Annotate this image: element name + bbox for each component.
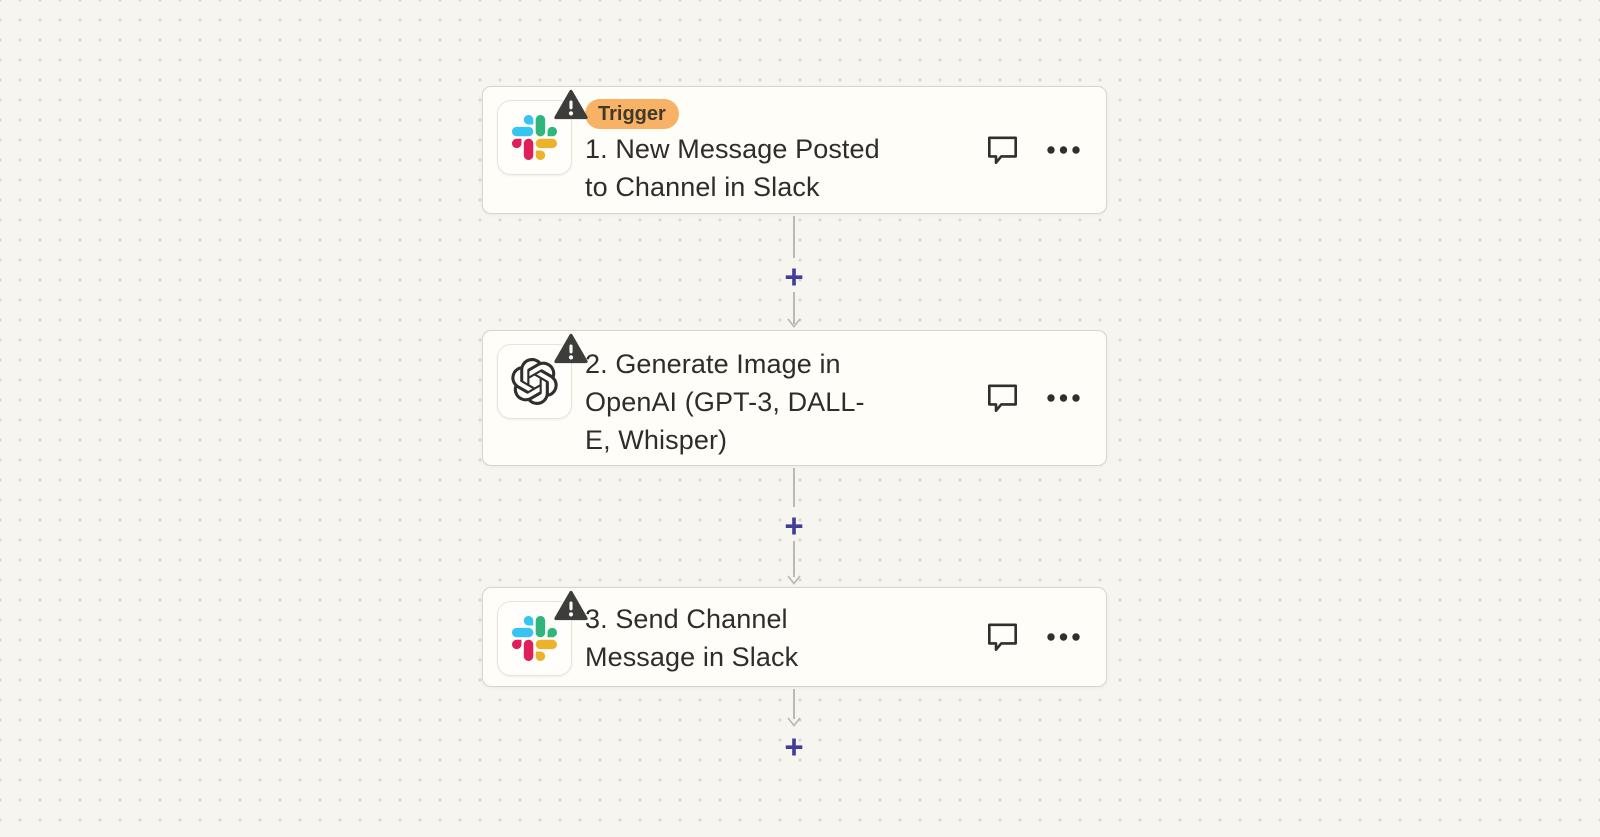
ellipsis-icon bbox=[1047, 394, 1080, 402]
step-menu-button[interactable] bbox=[1047, 146, 1080, 154]
step-title: 3. Send Channel Message in Slack bbox=[585, 604, 799, 672]
trigger-badge: Trigger bbox=[585, 99, 679, 129]
comment-icon bbox=[988, 136, 1017, 165]
add-note-button[interactable] bbox=[985, 382, 1020, 414]
app-icon-slack bbox=[497, 590, 588, 676]
arrow-down-icon bbox=[786, 318, 802, 328]
openai-icon bbox=[511, 358, 558, 405]
comment-icon bbox=[988, 623, 1017, 652]
ellipsis-icon bbox=[1047, 146, 1080, 154]
warning-icon bbox=[554, 333, 588, 364]
add-note-button[interactable] bbox=[985, 134, 1020, 166]
connector-line bbox=[793, 541, 795, 577]
ellipsis-icon bbox=[1047, 633, 1080, 641]
step-card-2[interactable]: 2. Generate Image in OpenAI (GPT-3, DALL… bbox=[482, 330, 1107, 466]
step-menu-button[interactable] bbox=[1047, 633, 1080, 641]
add-step-button[interactable]: + bbox=[777, 729, 811, 763]
connector-line bbox=[793, 292, 795, 324]
connector-line bbox=[793, 216, 795, 258]
step-menu-button[interactable] bbox=[1047, 394, 1080, 402]
connector-line bbox=[793, 468, 795, 507]
slack-icon bbox=[512, 115, 557, 160]
add-step-button[interactable]: + bbox=[777, 259, 811, 293]
connector-line bbox=[793, 689, 795, 719]
app-icon-openai bbox=[497, 333, 588, 419]
warning-icon bbox=[554, 89, 588, 120]
warning-icon bbox=[554, 590, 588, 621]
add-note-button[interactable] bbox=[985, 621, 1020, 653]
slack-icon bbox=[512, 616, 557, 661]
arrow-down-icon bbox=[786, 575, 802, 585]
step-card-3[interactable]: 3. Send Channel Message in Slack bbox=[482, 587, 1107, 687]
step-card-1[interactable]: Trigger 1. New Message Posted to Channel… bbox=[482, 86, 1107, 214]
step-title: 1. New Message Posted to Channel in Slac… bbox=[585, 134, 880, 202]
app-icon-slack bbox=[497, 89, 588, 175]
arrow-down-icon bbox=[786, 717, 802, 727]
comment-icon bbox=[988, 384, 1017, 413]
step-title: 2. Generate Image in OpenAI (GPT-3, DALL… bbox=[585, 349, 865, 455]
add-step-button[interactable]: + bbox=[777, 508, 811, 542]
